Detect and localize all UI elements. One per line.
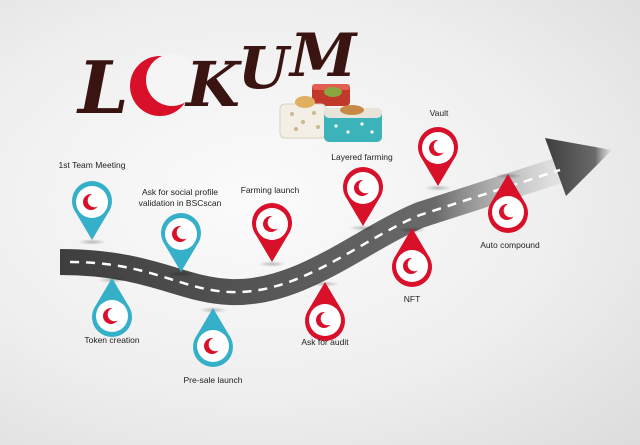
- crescent-icon: [429, 139, 448, 156]
- logo-letter-l: L: [76, 45, 129, 130]
- crescent-icon: [204, 337, 223, 354]
- milestone-label: Layered farming: [331, 152, 393, 162]
- milestone-label: Ask for social profile: [142, 187, 218, 197]
- milestone-pin: NFT: [391, 227, 433, 304]
- lokum-logo: L K U M: [76, 21, 358, 130]
- crescent-icon: [499, 203, 518, 220]
- milestone-pin: Vault: [418, 108, 458, 191]
- crescent-icon: [354, 179, 373, 196]
- crescent-icon: [83, 193, 102, 210]
- logo-crescent-o: [130, 54, 198, 116]
- crescent-icon: [172, 225, 191, 242]
- milestone-pin: Token creation: [84, 277, 140, 345]
- crescent-icon: [263, 215, 282, 232]
- milestone-pin: Pre-sale launch: [183, 307, 243, 385]
- turkish-delight-image: [279, 84, 382, 142]
- road-arrow-head: [545, 138, 612, 196]
- crescent-icon: [103, 307, 122, 324]
- milestone-label: Farming launch: [241, 185, 300, 195]
- milestone-label: Vault: [430, 108, 449, 118]
- milestone-label: Token creation: [84, 335, 140, 345]
- milestone-pin: Ask for audit: [301, 281, 349, 347]
- milestone-label: Auto compound: [480, 240, 540, 250]
- milestone-label: Ask for audit: [301, 337, 349, 347]
- milestone-pin: Auto compound: [480, 173, 540, 250]
- milestone-pin: Farming launch: [241, 185, 300, 267]
- logo-letter-k: K: [184, 48, 242, 121]
- crescent-icon: [316, 311, 335, 328]
- crescent-icon: [403, 257, 422, 274]
- milestone-label-line2: validation in BSCscan: [139, 198, 222, 208]
- milestone-label: 1st Team Meeting: [59, 160, 126, 170]
- milestone-pin: Layered farming: [331, 152, 393, 231]
- milestone-pin: 1st Team Meeting: [59, 160, 126, 245]
- roadmap-road: [59, 138, 612, 306]
- milestone-label: NFT: [404, 294, 421, 304]
- logo-letter-m: M: [288, 21, 358, 91]
- milestone-label: Pre-sale launch: [183, 375, 242, 385]
- logo-letter-u: U: [238, 34, 292, 102]
